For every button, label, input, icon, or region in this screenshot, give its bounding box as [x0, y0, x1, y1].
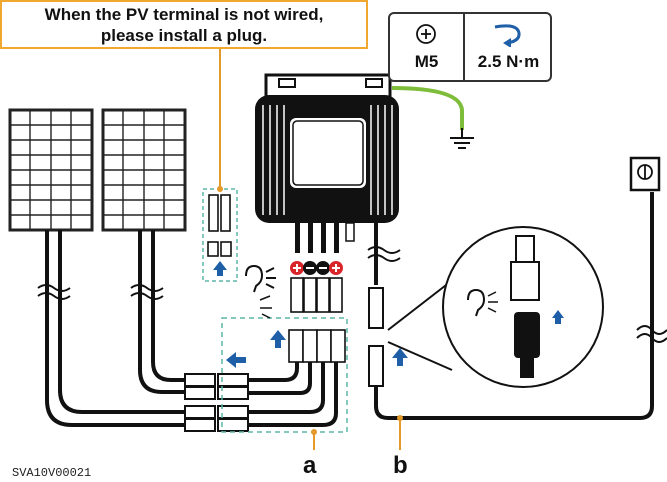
microinverter: [255, 73, 399, 253]
pv-plug-icon: [207, 194, 232, 257]
mc4-connector-pairs: [184, 373, 249, 432]
arrow-up-icon: [392, 348, 408, 366]
power-outlet-icon: [629, 156, 661, 192]
polarity-markers: [290, 261, 343, 275]
click-sound-icon: [245, 264, 276, 293]
arrow-up-icon: [270, 330, 286, 348]
ground-wire: [391, 86, 464, 130]
label-a: a: [303, 452, 317, 479]
note-line-2: please install a plug.: [100, 26, 268, 45]
note-line-1: When the PV terminal is not wired,: [44, 5, 324, 24]
note-callout: When the PV terminal is not wired, pleas…: [0, 0, 368, 49]
ground-symbol-icon: [450, 128, 474, 149]
connector-detail-magnifier: [387, 226, 604, 388]
figure-code: SVA10V00021: [12, 466, 92, 480]
bolt-icon: [416, 24, 436, 44]
solar-panel-left: [8, 108, 94, 232]
torque-rotation-icon: [494, 24, 521, 47]
click-sound-icon: [259, 295, 272, 319]
dc-input-cables: [248, 330, 338, 427]
connection-area-a: [221, 317, 348, 433]
inverter-dc-connectors: [288, 277, 346, 363]
torque-box-divider: [463, 14, 465, 80]
bolt-size-label: M5: [414, 52, 439, 71]
arrow-left-icon: [226, 352, 246, 368]
solar-panel-right: [101, 108, 187, 232]
pv-cables: [45, 230, 185, 427]
ac-connector: [368, 287, 384, 387]
ac-mains-cable: [374, 192, 654, 420]
arrow-up-icon: [213, 261, 227, 276]
label-b: b: [393, 452, 408, 479]
cable-break-marks: [37, 284, 164, 300]
torque-spec-box: M5 2.5 N·m: [388, 12, 552, 82]
torque-value-label: 2.5 N·m: [477, 52, 540, 71]
